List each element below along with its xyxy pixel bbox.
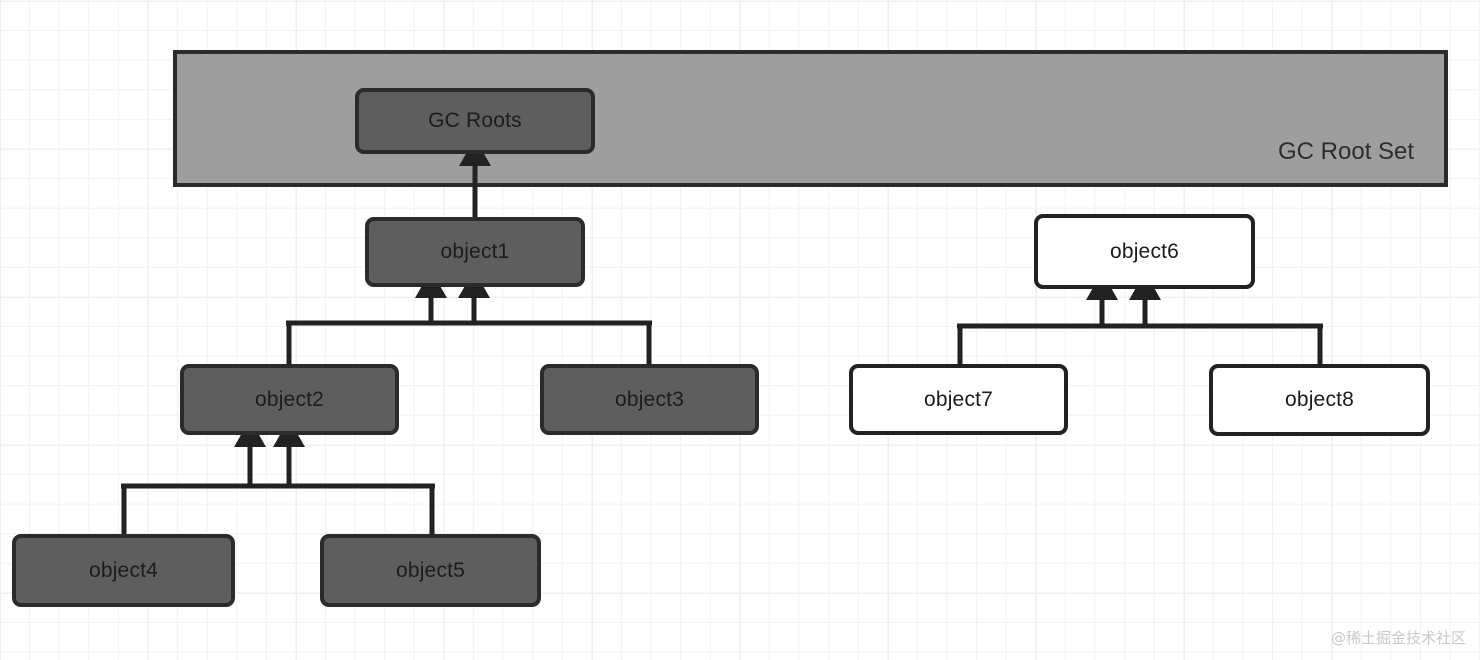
node-object3[interactable]: object3 — [540, 364, 759, 435]
edge-object7-object8-to-object6 — [957, 272, 1323, 364]
node-label: object3 — [614, 387, 685, 411]
node-label: object2 — [254, 387, 325, 411]
node-object1[interactable]: object1 — [365, 217, 585, 287]
node-object2[interactable]: object2 — [180, 364, 399, 435]
edge-object4-object5-to-object2 — [121, 419, 435, 534]
node-label: object5 — [395, 558, 466, 582]
node-object7[interactable]: object7 — [849, 364, 1068, 435]
node-object8[interactable]: object8 — [1209, 364, 1430, 436]
node-object6[interactable]: object6 — [1034, 214, 1255, 289]
node-label: GC Roots — [428, 109, 522, 132]
node-object4[interactable]: object4 — [12, 534, 235, 607]
edge-object2-object3-to-object1 — [286, 270, 652, 364]
node-label: object1 — [440, 240, 510, 263]
node-gc-roots[interactable]: GC Roots — [355, 88, 595, 154]
node-label: object7 — [923, 387, 994, 411]
node-label: object4 — [88, 558, 159, 582]
watermark: @稀土掘金技术社区 — [1330, 629, 1466, 647]
gc-root-set-label: GC Root Set — [1278, 138, 1415, 165]
node-label: object6 — [1109, 239, 1180, 263]
node-object5[interactable]: object5 — [320, 534, 541, 607]
node-label: object8 — [1284, 388, 1355, 411]
